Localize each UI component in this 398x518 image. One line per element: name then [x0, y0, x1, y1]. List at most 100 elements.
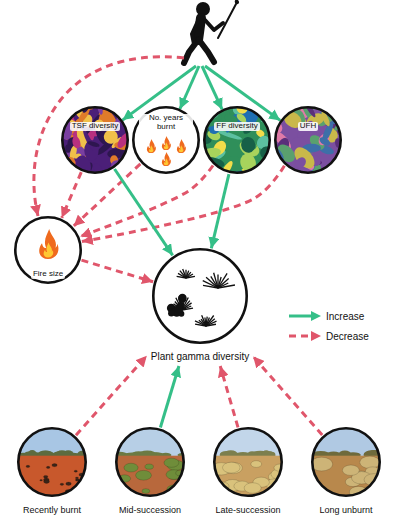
photo-vegetation [43, 475, 48, 478]
effect-arrow [115, 169, 173, 255]
circle-picture [192, 95, 279, 180]
node-label: Plant gamma diversity [151, 351, 249, 362]
circle-picture [14, 427, 87, 498]
circle-picture [303, 427, 384, 499]
map-patch [333, 164, 346, 177]
circle-border [214, 428, 281, 495]
circle-border [15, 217, 80, 282]
circle-outline [213, 427, 283, 497]
human-silhouette [184, 0, 239, 63]
photo-vegetation [251, 461, 262, 468]
circle-border [62, 107, 127, 172]
plant-blob [178, 295, 186, 303]
node-label: No. years burnt [139, 114, 193, 132]
node-label-box: No. years burnt [132, 114, 200, 133]
plant-leaf [218, 285, 235, 288]
flame-icon [147, 139, 156, 153]
stick-flame [235, 0, 239, 4]
node-label: FF diversity [214, 122, 259, 131]
circle-ground [132, 106, 200, 174]
node-label-box: Recently burnt [23, 499, 81, 517]
flame-core [149, 145, 153, 152]
photo-vegetation [145, 464, 153, 469]
circle-node: Recently burnt [17, 427, 87, 497]
human-arm [205, 20, 223, 30]
photo-vegetation [52, 463, 57, 466]
legend-label: Decrease [326, 331, 369, 342]
circle-node: Long unburnt [311, 427, 381, 497]
circle-node: Fire size [14, 216, 82, 284]
node-label-box: Fire size [14, 262, 82, 280]
circle-node: Mid-succession [115, 427, 185, 497]
map-patch [318, 135, 332, 147]
circle-node: UFH [274, 106, 342, 174]
flame-core [164, 142, 168, 149]
map-patch [87, 140, 100, 148]
photo-vegetation [164, 458, 179, 467]
effect-arrow [82, 260, 154, 282]
circle-outline [203, 106, 271, 174]
map-patch [293, 155, 308, 170]
map-patch [199, 103, 221, 122]
node-label-box: UFH [274, 114, 342, 132]
node-label-box: Mid-succession [119, 499, 181, 517]
effect-arrow [76, 356, 147, 435]
circle-picture [267, 93, 351, 179]
circle-border [204, 107, 269, 172]
legend: IncreaseDecrease [288, 306, 369, 346]
circle-outline [17, 427, 87, 497]
circle-picture [14, 216, 82, 284]
photo-vegetation [174, 489, 186, 496]
node-label-box: FF diversity [203, 114, 271, 132]
effect-arrow [80, 166, 213, 237]
photo-vegetation [46, 466, 50, 468]
node-label: TSF diversity [70, 122, 121, 131]
circle-node: TSF diversity [61, 106, 129, 174]
effect-arrow [220, 366, 238, 427]
circle-outline [311, 427, 381, 497]
map-patch [115, 131, 132, 150]
node-label: Mid-succession [119, 506, 181, 516]
plant-leaf [214, 273, 218, 288]
map-patch [240, 136, 256, 153]
effect-arrow [160, 366, 179, 428]
flame-icon [39, 229, 58, 259]
plant-leaf [202, 315, 206, 326]
circle-outline [152, 248, 248, 344]
map-patch [265, 157, 273, 164]
circle-border [133, 107, 198, 172]
flame-icon [162, 152, 171, 166]
map-patch [71, 136, 82, 150]
map-patch [66, 163, 72, 177]
circle-outline [115, 427, 185, 497]
node-label: Fire size [31, 270, 65, 279]
photo-vegetation [222, 462, 240, 473]
circle-border [153, 249, 246, 342]
photo-vegetation [360, 456, 380, 468]
increase-arrow [180, 66, 199, 109]
node-label: Recently burnt [23, 506, 81, 516]
map-patch [333, 162, 349, 172]
photo-vegetation [40, 479, 43, 481]
map-patch [57, 106, 69, 122]
circle-picture [109, 427, 189, 498]
flame-icon [162, 136, 171, 150]
increase-arrow [205, 66, 280, 120]
legend-arrowhead [311, 311, 321, 321]
node-label: Late-succession [215, 506, 280, 516]
photo-vegetation [142, 489, 150, 494]
circle-picture [132, 106, 200, 174]
circle-picture [206, 427, 288, 498]
plant-leaf [206, 321, 216, 326]
effect-arrow [211, 174, 229, 248]
fire-stick [218, 4, 236, 38]
legend-line [289, 315, 313, 318]
effect-arrow [62, 172, 81, 218]
flame-icon [177, 139, 186, 153]
node-label-box: Plant gamma diversity [151, 346, 249, 364]
legend-arrowhead [311, 331, 321, 341]
plant-leaf [206, 324, 216, 326]
plant-blob [175, 305, 183, 313]
circle-ground [152, 248, 248, 344]
